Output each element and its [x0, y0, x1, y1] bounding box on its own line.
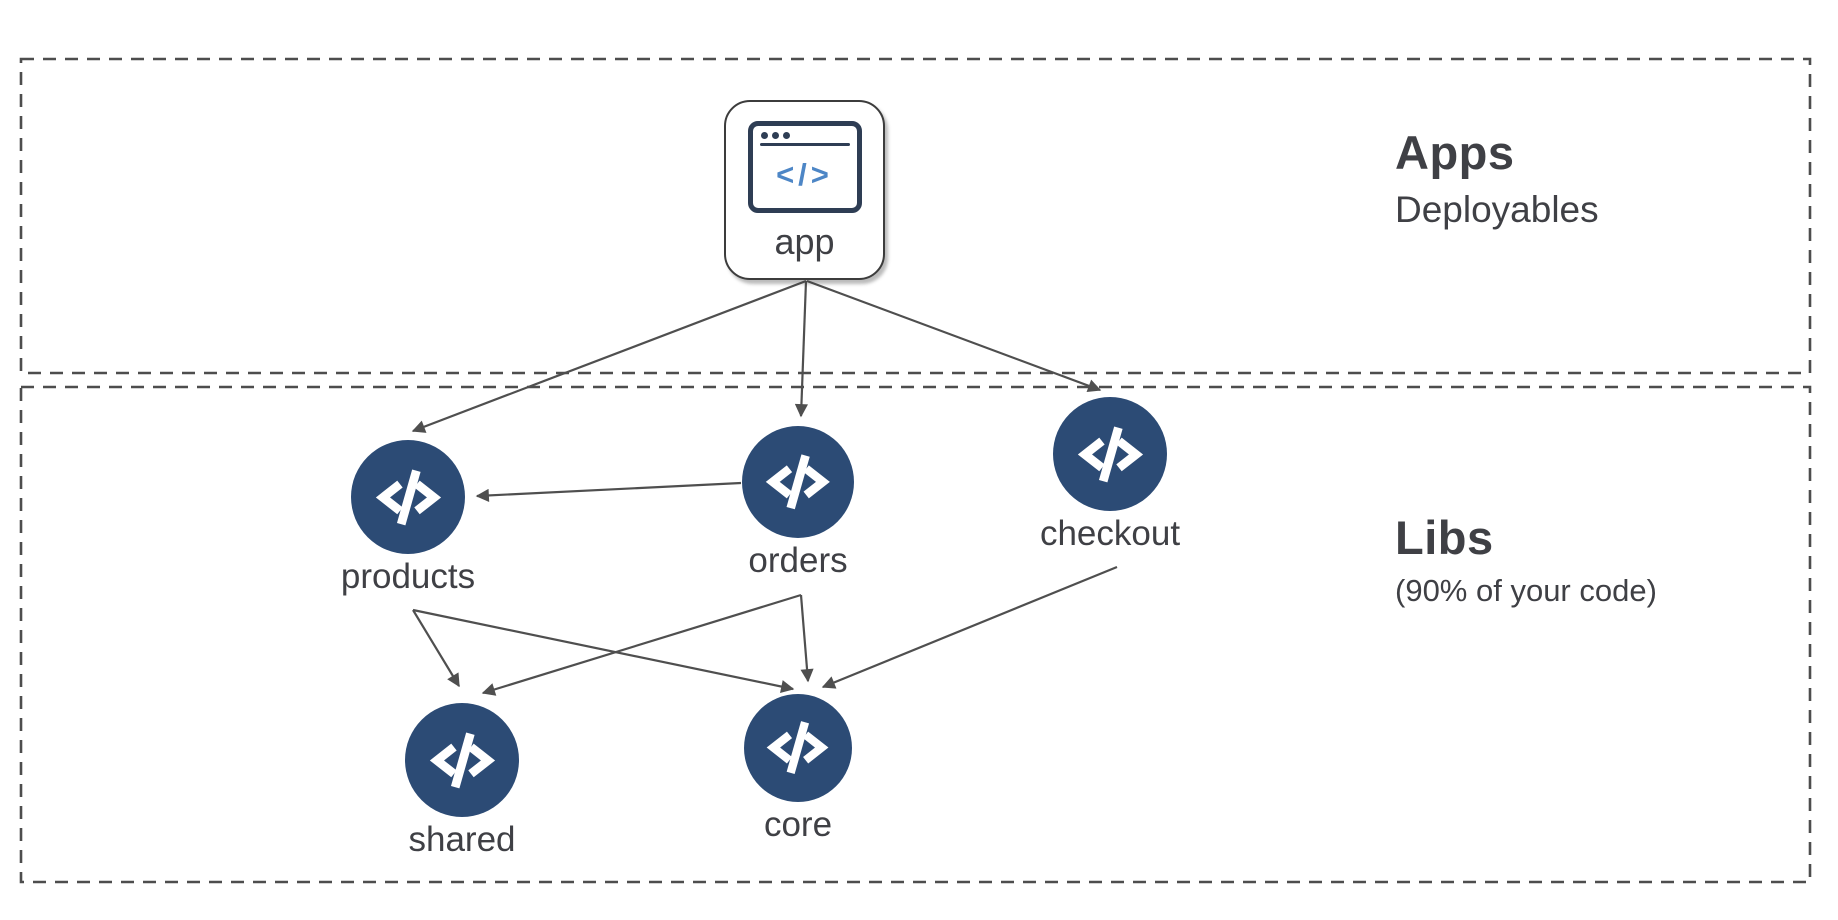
edge-app-products: [411, 279, 807, 433]
apps-region-label: Apps Deployables: [1395, 126, 1599, 234]
apps-region-subtitle: Deployables: [1395, 189, 1599, 231]
node-shared: shared: [382, 703, 542, 860]
libs-region-box: [19, 385, 1812, 884]
apps-region-title: Apps: [1395, 126, 1515, 179]
lib-circle: [405, 703, 519, 817]
node-orders: orders: [718, 426, 878, 581]
node-shared-label: shared: [408, 820, 516, 859]
edge-orders-core: [799, 594, 814, 683]
browser-toolbar-line: [759, 143, 850, 146]
node-app: </> app: [724, 100, 885, 280]
code-icon: </>: [776, 157, 833, 192]
apps-region-box: [19, 57, 1812, 375]
browser-dot: [771, 132, 779, 139]
code-icon: [375, 469, 441, 525]
browser-dot: [782, 132, 790, 139]
node-checkout: checkout: [1030, 397, 1190, 554]
browser-dot: [760, 132, 768, 139]
libs-region-subtitle: (90% of your code): [1395, 573, 1657, 609]
edge-products-shared: [412, 609, 460, 688]
code-icon: [767, 721, 829, 775]
node-products: products: [328, 440, 488, 597]
browser-dots: [753, 126, 857, 143]
code-icon: [1077, 426, 1143, 482]
edge-app-orders: [794, 280, 809, 418]
node-core-label: core: [763, 805, 833, 844]
edge-app-checkout: [806, 279, 1102, 393]
edge-orders-shared: [481, 593, 802, 696]
code-icon: [765, 454, 831, 510]
lib-circle: [744, 694, 852, 802]
edge-checkout-core: [821, 565, 1118, 689]
node-app-label: app: [774, 221, 835, 262]
node-core: core: [718, 694, 878, 845]
node-checkout-label: checkout: [1039, 514, 1181, 553]
lib-circle: [742, 426, 854, 538]
lib-circle: [351, 440, 465, 554]
edge-products-core: [412, 608, 795, 694]
code-icon: [429, 732, 495, 788]
lib-circle: [1053, 397, 1167, 511]
libs-region-label: Libs (90% of your code): [1395, 511, 1657, 611]
browser-window-icon: </>: [747, 121, 862, 213]
edge-orders-products: [475, 481, 742, 503]
node-orders-label: orders: [748, 541, 848, 580]
libs-region-title: Libs: [1395, 511, 1494, 564]
node-products-label: products: [340, 557, 476, 596]
